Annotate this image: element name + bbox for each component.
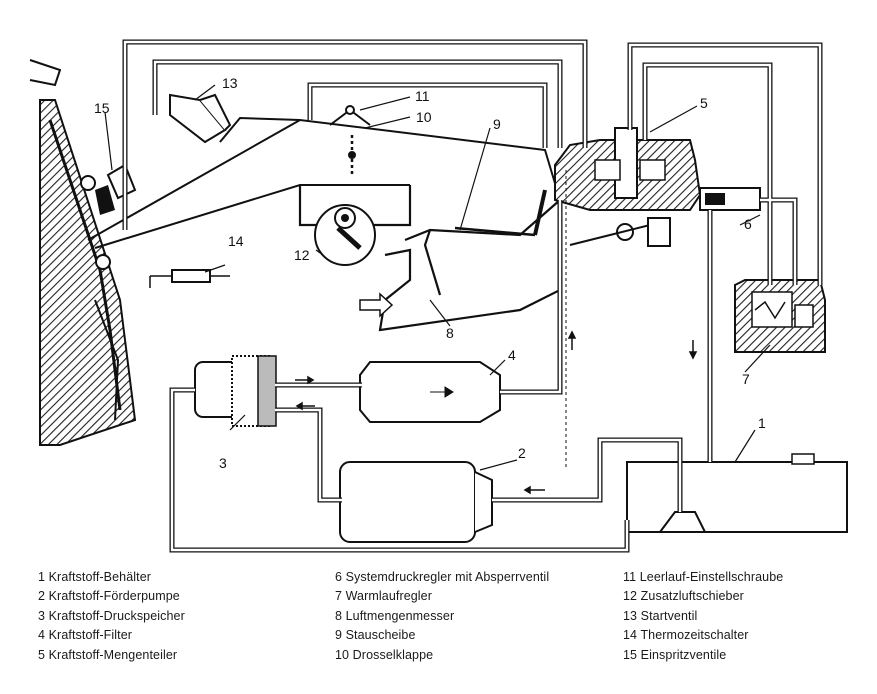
legend-item-7: 7 Warmlaufregler (335, 589, 432, 604)
legend-item-11: 11 Leerlauf-Einstellschraube (623, 570, 784, 584)
callout-9: 9 (493, 116, 501, 132)
legend-item-6: 6 Systemdruckregler mit Absperrventil (335, 570, 550, 584)
callout-11: 11 (415, 88, 430, 104)
warm-up-regulator (734, 279, 826, 353)
start-valve (169, 93, 232, 144)
legend-item-14: 14 Thermozeitschalter (623, 628, 749, 643)
air-inlet-arrow (359, 292, 394, 318)
fuel-tank (626, 453, 848, 533)
legend-item-9: 9 Stauscheibe (335, 628, 416, 643)
callout-7: 7 (742, 371, 750, 387)
flow-arrows (295, 330, 698, 495)
callout-12: 12 (294, 247, 310, 263)
callout-1: 1 (758, 415, 766, 431)
fuel-pump (339, 461, 493, 543)
callout-5: 5 (700, 95, 708, 111)
engine-block (29, 59, 137, 446)
leader-lines (104, 84, 771, 471)
callout-2: 2 (518, 445, 526, 461)
legend: 1 Kraftstoff-Behälter 2 Kraftstoff-Förde… (0, 568, 877, 688)
legend-item-10: 10 Drosselklappe (335, 647, 434, 662)
fuel-lines-inner (123, 40, 822, 552)
callout-15: 15 (94, 100, 110, 116)
callout-13: 13 (222, 75, 238, 91)
legend-item-5: 5 Kraftstoff-Mengenteiler (38, 647, 178, 662)
legend-item-12: 12 Zusatzluftschieber (623, 589, 744, 604)
fuel-injection-diagram: 1 2 3 4 5 6 7 8 9 10 11 12 13 14 15 (29, 39, 848, 553)
legend-column-2: 6 Systemdruckregler mit Absperrventil 7 … (335, 568, 549, 665)
auxiliary-air-valve (314, 204, 376, 266)
mixture-control-unit (554, 127, 702, 247)
sensor-plate (454, 189, 547, 237)
legend-item-4: 4 Kraftstoff-Filter (38, 628, 133, 643)
legend-item-13: 13 Startventil (623, 608, 698, 623)
legend-column-1: 1 Kraftstoff-Behälter 2 Kraftstoff-Förde… (38, 568, 185, 665)
callout-labels: 1 2 3 4 5 6 7 8 9 10 11 12 13 14 15 (94, 75, 766, 471)
throttle-valve (329, 105, 371, 175)
fuel-filter (359, 361, 501, 423)
thermo-time-switch (149, 269, 230, 288)
callout-4: 4 (508, 347, 516, 363)
callout-3: 3 (219, 455, 227, 471)
injection-valve (95, 163, 137, 215)
callout-6: 6 (744, 216, 752, 232)
fuel-accumulator (194, 355, 277, 427)
callout-14: 14 (228, 233, 244, 249)
callout-10: 10 (416, 109, 432, 125)
callout-8: 8 (446, 325, 454, 341)
legend-item-2: 2 Kraftstoff-Förderpumpe (38, 589, 180, 604)
legend-item-8: 8 Luftmengenmesser (335, 608, 455, 623)
legend-item-15: 15 Einspritzventile (623, 647, 727, 662)
legend-item-1: 1 Kraftstoff-Behälter (38, 570, 152, 584)
pressure-regulator (699, 187, 761, 211)
legend-item-3: 3 Kraftstoff-Druckspeicher (38, 608, 185, 623)
legend-column-3: 11 Leerlauf-Einstellschraube 12 Zusatzlu… (623, 568, 783, 665)
